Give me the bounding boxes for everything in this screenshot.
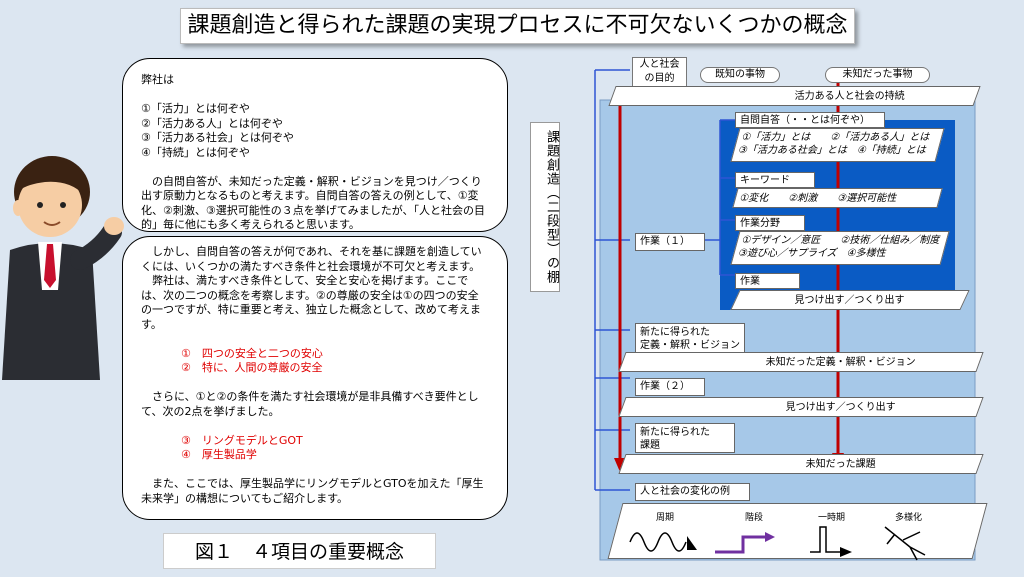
self-question-items: ①「活力」とは ②「活力ある人」とは ③「活力ある社会」とは ④「持続」とは [730,128,945,162]
bubble2-para3: さらに、①と②の条件を満たす社会環境が是非具備すべき要件として、次の2点を挙げま… [141,390,479,418]
bubble2-item2: ② 特に、人間の尊厳の安全 [181,361,323,374]
unknown-tag: 未知だった事物 [825,67,930,83]
diversify-icon [884,526,926,561]
step-icon [715,535,765,554]
bubble-text-1: 弊社は ①「活力」とは何ぞや ②「活力ある人」とは何ぞや ③「活力ある社会」とは… [141,73,486,231]
bubble2-para2: 弊社は、満たすべき条件として、安全と安心を掲げます。ここでは、次の二つの概念を考… [141,274,481,331]
self-question-box: 自問自答（・・とは何ぞや） [735,112,885,128]
work-field-box: 作業分野 [735,215,805,231]
change-examples-box: 人と社会の変化の例 [635,483,750,501]
speech-bubble-top: 弊社は ①「活力」とは何ぞや ②「活力ある人」とは何ぞや ③「活力ある社会」とは… [122,58,508,232]
bubble2-item1: ① 四つの安全と二つの安心 [181,346,323,360]
bubble2-para4: また、ここでは、厚生製品学にリングモデルとGTOを加えた「厚生未来学」の構想につ… [141,477,484,505]
page-title: 課題創造と得られた課題の実現プロセスに不可欠ないくつかの概念 [180,8,855,44]
change-icons [629,526,926,561]
pulse-icon [810,526,840,553]
work-field-items: ①デザイン／意匠 ②技術／仕組み／制度 ③遊び心／サプライズ ④多様性 [730,231,950,265]
shelf-new-task: 未知だった課題 [618,454,984,474]
purpose-tag: 人と社会 の目的 [632,57,687,89]
work-box: 作業 [735,273,800,289]
shelf-sustain: 活力ある人と社会の持続 [608,86,981,106]
shelf-vertical-label: 課題創造（二段型）の棚 [530,122,560,292]
keyword-box: キーワード [735,172,815,188]
change-label-period: 周期 [656,513,675,523]
bubble2-para1: しかし、自問自答の答えが何であれ、それを基に課題を創造していくには、いくつかの満… [141,245,482,273]
bubble2-item4: ④ 厚生製品学 [181,448,257,461]
shelf-work: 見つけ出す／つくり出す [730,290,970,310]
work1-box: 作業（１） [635,233,705,251]
speech-bubble-bottom: しかし、自問自答の答えが何であれ、それを基に課題を創造していくには、いくつかの満… [122,236,508,520]
change-label-step: 階段 [745,513,764,523]
businessman-illustration [2,156,124,380]
wave-icon [629,532,687,552]
new-task-box: 新たに得られた 課題 [635,423,735,453]
change-label-temporary: 一時期 [818,513,846,523]
shelf-new-definition: 未知だった定義・解釈・ビジョン [618,352,984,372]
shelf-work2: 見つけ出す／つくり出す [618,397,984,417]
work2-box: 作業（２） [635,378,705,396]
new-definition-box: 新たに得られた 定義・解釈・ビジョン [635,323,745,353]
known-tag: 既知の事物 [700,67,780,83]
change-label-diversify: 多様化 [895,513,923,523]
bubble2-item3: ③ リングモデルとGOT [181,433,303,447]
figure-label: 図１ ４項目の重要概念 [163,533,436,569]
keyword-items: ①変化 ②刺激 ③選択可能性 [732,188,943,208]
